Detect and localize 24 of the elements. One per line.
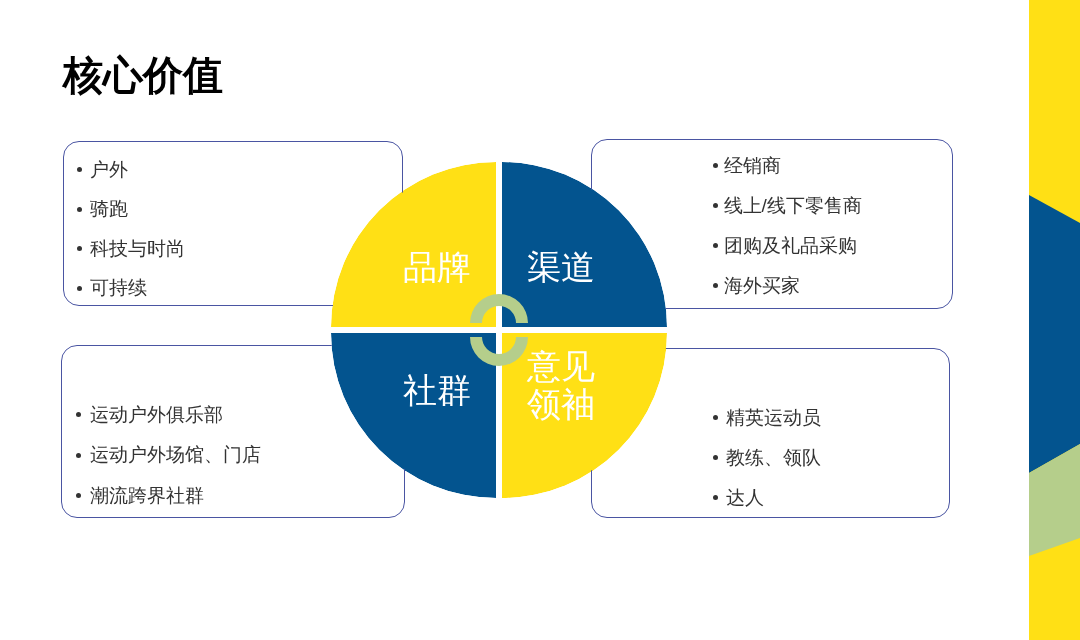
list-item-text: 户外 <box>89 158 128 181</box>
list-item-text: 运动户外场馆、门店 <box>89 443 261 467</box>
list-item-text: 达人 <box>725 486 764 509</box>
quadrant-label: 社群 <box>403 371 471 409</box>
list-item-text: 线上/线下零售商 <box>723 194 862 217</box>
list-item-text: 海外买家 <box>723 274 800 297</box>
pie-quadrant <box>502 162 667 327</box>
pie-quadrant <box>331 333 496 498</box>
slide-title: 核心价值 <box>63 52 223 98</box>
list-item-text: 潮流跨界社群 <box>89 484 204 507</box>
pie-quadrant <box>502 333 667 498</box>
list-item-text: 团购及礼品采购 <box>723 234 857 257</box>
list-item-text: 可持续 <box>89 276 147 300</box>
quadrant-label: 品牌 <box>403 248 471 286</box>
list-item-text: 经销商 <box>723 154 781 177</box>
list-item-text: 教练、领队 <box>725 446 821 469</box>
quadrant-label: 意见领袖 <box>526 347 596 423</box>
list-item-text: 科技与时尚 <box>89 237 185 260</box>
bullet-list-card <box>591 139 953 309</box>
list-item-text: 骑跑 <box>89 197 128 221</box>
pie-quadrant <box>331 162 496 327</box>
list-item-text: 运动户外俱乐部 <box>89 403 223 426</box>
list-item-text: 精英运动员 <box>725 406 821 429</box>
quadrant-label: 渠道 <box>527 248 595 286</box>
